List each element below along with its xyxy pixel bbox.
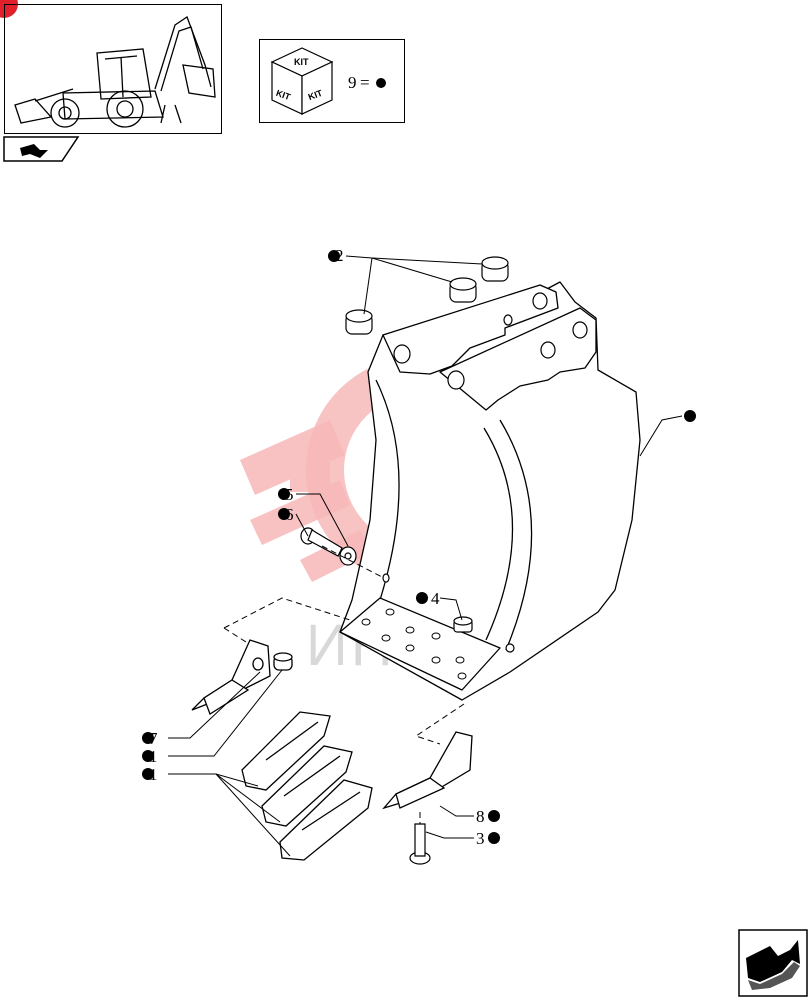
edge-hole [381, 634, 391, 642]
side-cutter [382, 731, 473, 810]
bucket-body [339, 281, 641, 701]
edge-hole [385, 608, 395, 616]
leader-line [168, 669, 283, 757]
callout-8: 8 [476, 807, 485, 826]
bucket-inner-curve-2 [483, 427, 514, 641]
callout-dot [488, 832, 500, 844]
callout-1b: 1 [149, 765, 158, 784]
tooth [241, 711, 331, 791]
pin-hole [393, 344, 411, 364]
leader-line [439, 805, 474, 817]
pin-hole [572, 321, 588, 339]
bucket-cutting-edge [339, 597, 501, 691]
callout-1a: 1 [149, 747, 158, 766]
pin-hole [447, 370, 465, 390]
callout-6: 6 [285, 505, 294, 524]
guide-line [321, 545, 385, 579]
backhoe-loader-thumbnail [14, 16, 216, 128]
callout-3: 3 [476, 829, 485, 848]
callout-dot [142, 750, 154, 762]
leader-line [168, 671, 261, 739]
callout-5: 5 [285, 485, 294, 504]
tooth [279, 779, 373, 861]
edge-hole [431, 656, 441, 664]
kit-cube-icon [270, 47, 334, 115]
callout-dot [278, 488, 290, 500]
callout-dot [416, 592, 428, 604]
guide-line [414, 703, 465, 745]
guide-line [223, 597, 351, 629]
pin-hole [382, 573, 390, 583]
edge-hole [457, 672, 467, 680]
edge-hole [431, 632, 441, 640]
kit-legend-dot [376, 78, 386, 88]
guide-line [223, 627, 247, 643]
bucket-inner-curve-3 [499, 419, 533, 651]
leader-line [371, 257, 483, 265]
nut [453, 616, 473, 633]
edge-hole [405, 644, 415, 652]
leader-line [425, 831, 474, 839]
leader-line [215, 773, 291, 857]
kit-legend-box: KIT KIT KIT 9 = [259, 39, 405, 123]
callout-dot [278, 508, 290, 520]
bucket-mount-plate-left [382, 284, 559, 375]
leader-line [345, 255, 373, 259]
bushing [345, 309, 373, 335]
callout-dot [142, 732, 154, 744]
leader-line [639, 415, 683, 457]
leader-line [439, 597, 463, 621]
pin-hole [540, 341, 556, 359]
leader-line [371, 257, 453, 283]
thumbnail-frame [4, 4, 222, 134]
bushing [481, 256, 509, 282]
edge-hole [361, 618, 371, 626]
callout-dot [142, 768, 154, 780]
washer [339, 546, 357, 566]
tooth-bolt [409, 823, 431, 865]
tooth [261, 745, 353, 827]
pin-hole [505, 643, 515, 653]
bushing [449, 277, 477, 303]
leader-line [296, 493, 349, 547]
callout-dot [328, 250, 340, 262]
leader-line [295, 513, 309, 537]
callout-7: 7 [149, 729, 158, 748]
leader-line [215, 773, 281, 823]
pin-hole [532, 292, 548, 310]
tooth-adapter [191, 639, 293, 715]
callout-dot [488, 810, 500, 822]
kit-legend-equals: = [360, 73, 370, 92]
leader-line [363, 257, 373, 315]
callout-2: 2 [335, 246, 344, 265]
kit-label-top: KIT [294, 57, 309, 67]
pin-hole [503, 314, 513, 326]
callout-dot [684, 410, 696, 422]
bucket-mount-plate-right [439, 307, 597, 411]
kit-legend-number: 9 [348, 73, 357, 92]
bucket-inner-curve [375, 379, 400, 601]
edge-hole [455, 656, 465, 664]
edge-hole [405, 626, 415, 634]
callout-4: 4 [431, 589, 440, 608]
